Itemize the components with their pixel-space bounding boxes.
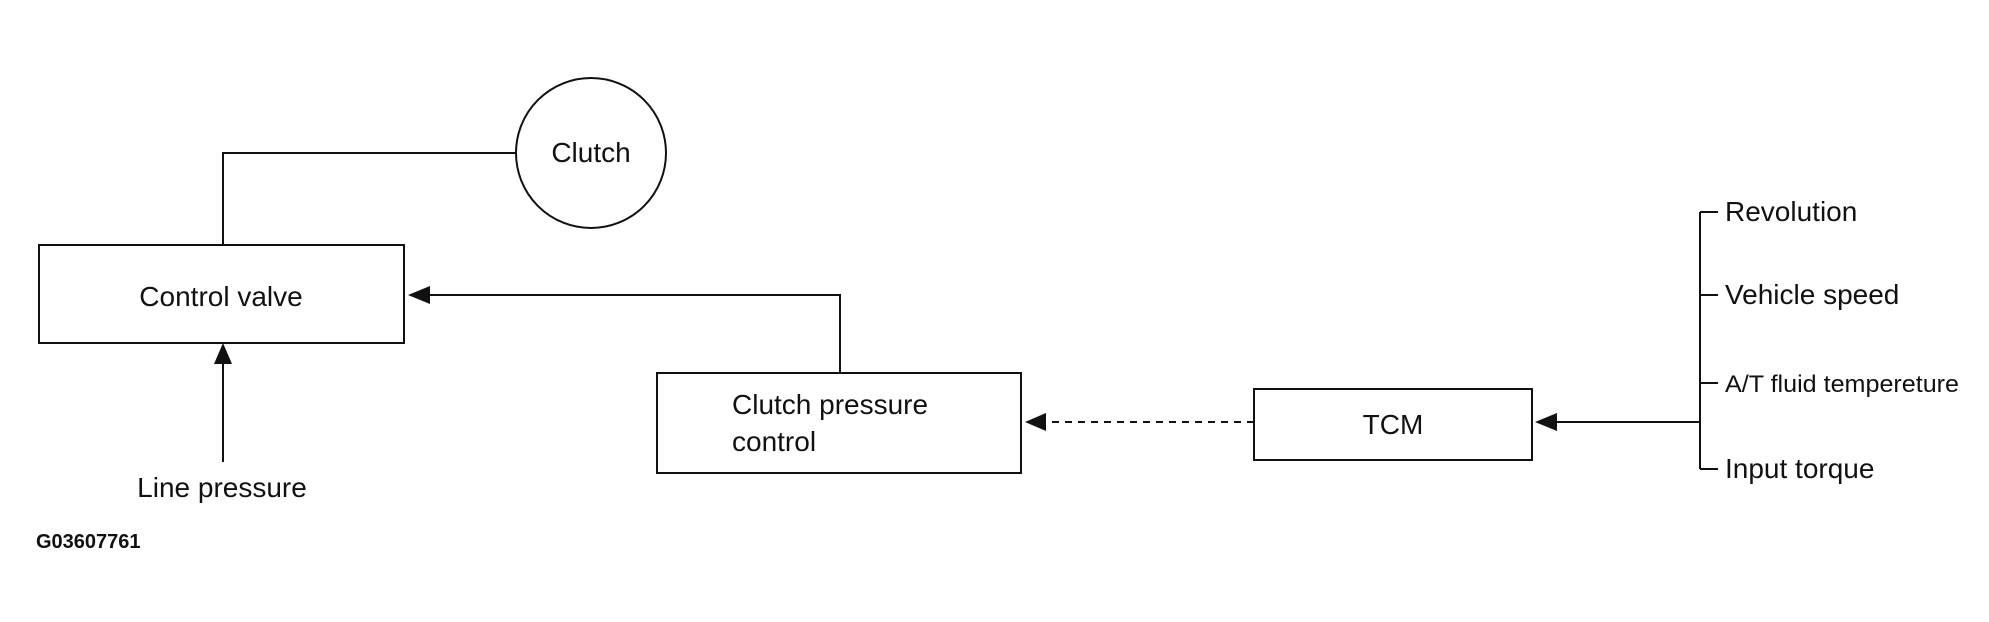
- clutch-pressure-control-arrowhead: [1025, 413, 1046, 431]
- clutch-label: Clutch: [551, 137, 630, 168]
- tcm-arrowhead: [1535, 413, 1557, 431]
- clutch-pressure-control-line-2: control: [732, 426, 816, 457]
- clutch-valve-connector: [222, 152, 516, 245]
- pressure-control-to-valve-connector: [430, 294, 841, 373]
- control-valve-node: [38, 244, 405, 344]
- control-valve-arrowhead: [408, 286, 430, 304]
- line-pressure-label: Line pressure: [137, 472, 307, 503]
- line-pressure-arrowhead: [214, 343, 232, 364]
- tcm-label: TCM: [1363, 409, 1424, 440]
- input-label-revolution: Revolution: [1725, 196, 1857, 227]
- tcm-node: [1253, 388, 1533, 461]
- input-label-input-torque: Input torque: [1725, 453, 1874, 484]
- clutch-pressure-control-label: Clutch pressure control: [732, 389, 936, 457]
- clutch-pressure-control-line-1: Clutch pressure: [732, 389, 928, 420]
- input-label-fluid-temperature: A/T fluid tempereture: [1725, 371, 1959, 398]
- clutch-pressure-control-node: [656, 372, 1022, 474]
- figure-code: G03607761: [36, 531, 141, 553]
- input-label-vehicle-speed: Vehicle speed: [1725, 279, 1899, 310]
- control-valve-label: Control valve: [139, 281, 302, 312]
